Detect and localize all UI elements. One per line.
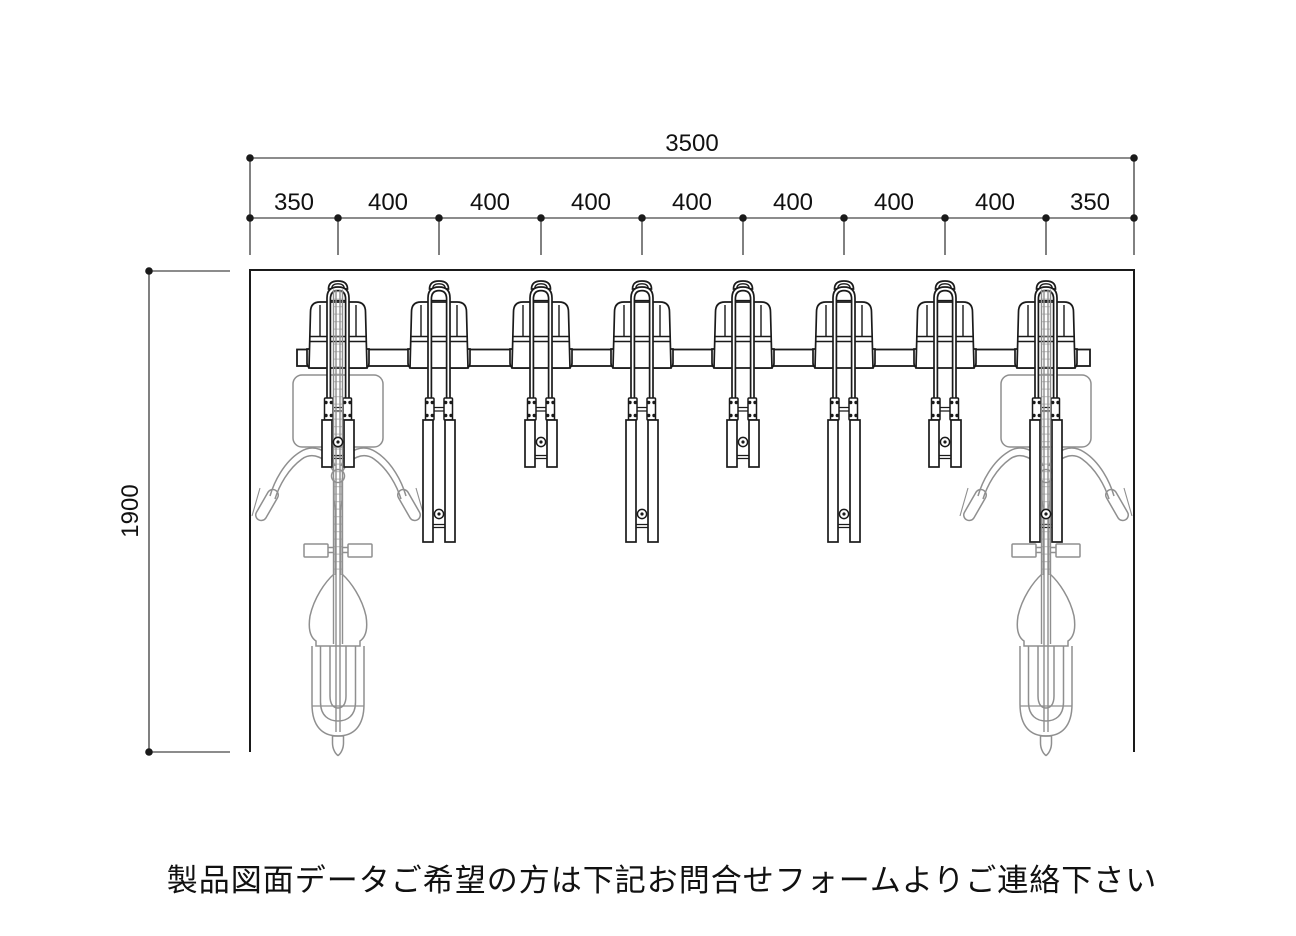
rack-slot-2 bbox=[408, 281, 470, 542]
segment-label: 350 bbox=[1070, 189, 1110, 216]
bicycle-slot-8 bbox=[960, 375, 1132, 756]
rack-slot-3 bbox=[510, 281, 572, 467]
dimension-segments bbox=[246, 214, 1138, 255]
segment-ticks bbox=[249, 218, 1135, 255]
segment-label: 400 bbox=[470, 189, 510, 216]
segment-label: 400 bbox=[773, 189, 813, 216]
dimension-total-width bbox=[246, 154, 1138, 218]
segment-label: 350 bbox=[274, 189, 314, 216]
drawing-boundary bbox=[249, 269, 1135, 752]
segment-label: 400 bbox=[672, 189, 712, 216]
footer-note: 製品図面データご希望の方は下記お問合せフォームよりご連絡下さい bbox=[167, 863, 1157, 898]
channel-bolt-slot-8 bbox=[1040, 508, 1052, 520]
rack-slot-5 bbox=[712, 281, 774, 467]
rack-slots-layer bbox=[307, 281, 1077, 542]
rack-slot-6 bbox=[813, 281, 875, 542]
segment-label: 400 bbox=[368, 189, 408, 216]
rack-slot-4 bbox=[611, 281, 673, 542]
segment-label: 400 bbox=[975, 189, 1015, 216]
dimension-height bbox=[145, 267, 230, 756]
dimension-segment-labels: 350 400 400 400 400 400 400 400 350 bbox=[274, 189, 1110, 216]
bikes-layer bbox=[252, 375, 1132, 756]
segment-dots bbox=[246, 214, 1138, 222]
segment-label: 400 bbox=[874, 189, 914, 216]
dimension-label-height: 1900 bbox=[117, 484, 144, 537]
channel-bolt-slot-1 bbox=[332, 436, 344, 448]
bicycle-slot-1 bbox=[252, 375, 424, 756]
dimension-label-total: 3500 bbox=[665, 130, 718, 157]
segment-label: 400 bbox=[571, 189, 611, 216]
rack-rail bbox=[296, 348, 1091, 367]
rack-slot-7 bbox=[914, 281, 976, 467]
